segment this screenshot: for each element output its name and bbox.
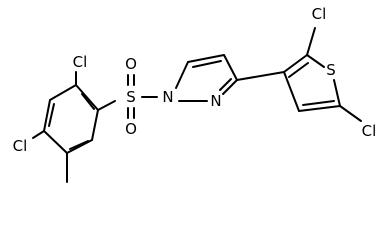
bond-th-cl-top — [306, 27, 316, 56]
atom-cl-thiophene-right: Cl — [362, 122, 377, 140]
atom-s-sulfonyl: S — [126, 88, 136, 106]
bond-c5-c4 — [187, 54, 225, 63]
atom-n1-pyrazole: N — [162, 88, 173, 106]
bond-benzene-inner-b — [69, 140, 89, 150]
bond-c5-c4-inner — [192, 60, 222, 68]
bond-th-cl-right — [339, 105, 362, 122]
bond-n1-c5 — [175, 61, 189, 89]
bond-benzene-c4-c5 — [43, 130, 68, 154]
bond-th-s-c5 — [333, 79, 341, 107]
atom-cl-thiophene-top: Cl — [312, 5, 327, 23]
bond-th-c4-c3 — [283, 71, 300, 112]
bond-benzene-cl-left — [32, 130, 45, 139]
bond-benzene-c1-c2 — [75, 84, 99, 111]
bond-benzene-sulfonyl — [97, 100, 116, 111]
bond-th-c2-s — [306, 54, 325, 68]
bond-benzene-c5-c6 — [43, 99, 51, 132]
atom-labels: Cl Cl S O O N N Cl S Cl — [13, 5, 377, 155]
bond-th-c5-c4 — [298, 105, 341, 112]
bond-th-c5-c4-inner — [302, 100, 335, 106]
atom-n2-pyrazole: N — [210, 92, 221, 110]
bond-benzene-c6-c1 — [49, 84, 77, 101]
atom-s-thiophene: S — [326, 61, 336, 79]
atom-o-top: O — [125, 55, 137, 73]
bonds — [32, 27, 362, 183]
atom-cl-benzene-left: Cl — [13, 137, 28, 155]
bond-c3-n2-inner — [219, 78, 232, 91]
molecule-structure: Cl Cl S O O N N Cl S Cl — [13, 5, 377, 183]
atom-o-bottom: O — [125, 120, 137, 138]
atom-cl-benzene-top: Cl — [73, 53, 88, 71]
bond-benzene-inner-c — [48, 103, 55, 127]
bond-th-c3-c2 — [283, 54, 308, 73]
bond-th-c3-c2-inner — [288, 62, 309, 78]
bond-pyrazole-thiophene — [236, 71, 285, 81]
bond-c4-c3 — [223, 54, 238, 81]
bond-benzene-c2-c3 — [91, 109, 99, 141]
bond-benzene-inner-a — [81, 93, 95, 110]
bond-c3-n2 — [222, 79, 238, 95]
